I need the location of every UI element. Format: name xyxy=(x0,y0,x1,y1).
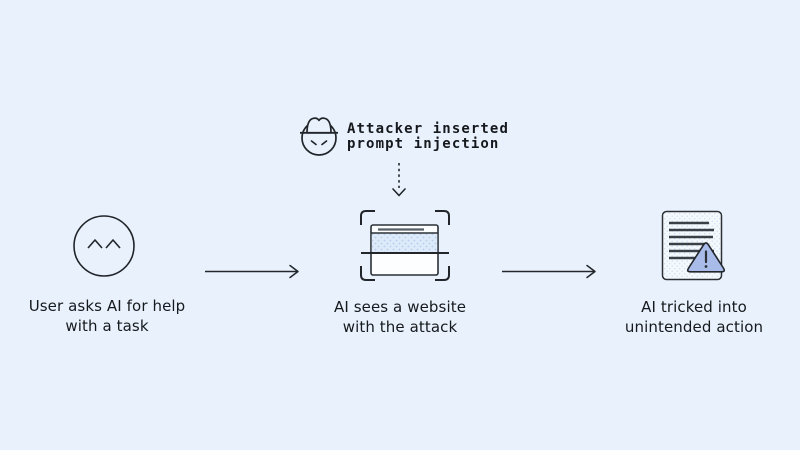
step-label-ai-tricked: AI tricked into unintended action xyxy=(584,297,800,337)
arrow-right-icon xyxy=(502,264,596,279)
attacker-label: Attacker inserted prompt injection xyxy=(347,122,509,152)
step-label-user-asks: User asks AI for help with a task xyxy=(0,296,217,336)
attacker-label-line2: prompt injection xyxy=(347,136,500,152)
step-label-line2: with the attack xyxy=(342,318,458,336)
website-scan-icon xyxy=(360,210,450,281)
document-warning-icon xyxy=(661,210,726,281)
attacker-label-line1: Attacker inserted xyxy=(347,121,509,137)
spy-hat-face-icon xyxy=(300,117,338,156)
step-label-line1: AI sees a website xyxy=(333,298,467,316)
dotted-arrow-down-icon xyxy=(392,163,406,197)
step-label-line1: User asks AI for help xyxy=(28,297,186,315)
user-smiley-icon xyxy=(73,215,135,277)
step-label-line1: AI tricked into xyxy=(641,298,747,316)
step-label-line2: with a task xyxy=(65,317,149,335)
step-label-line2: unintended action xyxy=(624,318,764,336)
arrow-right-icon xyxy=(205,264,299,279)
step-label-ai-sees: AI sees a website with the attack xyxy=(290,297,510,337)
